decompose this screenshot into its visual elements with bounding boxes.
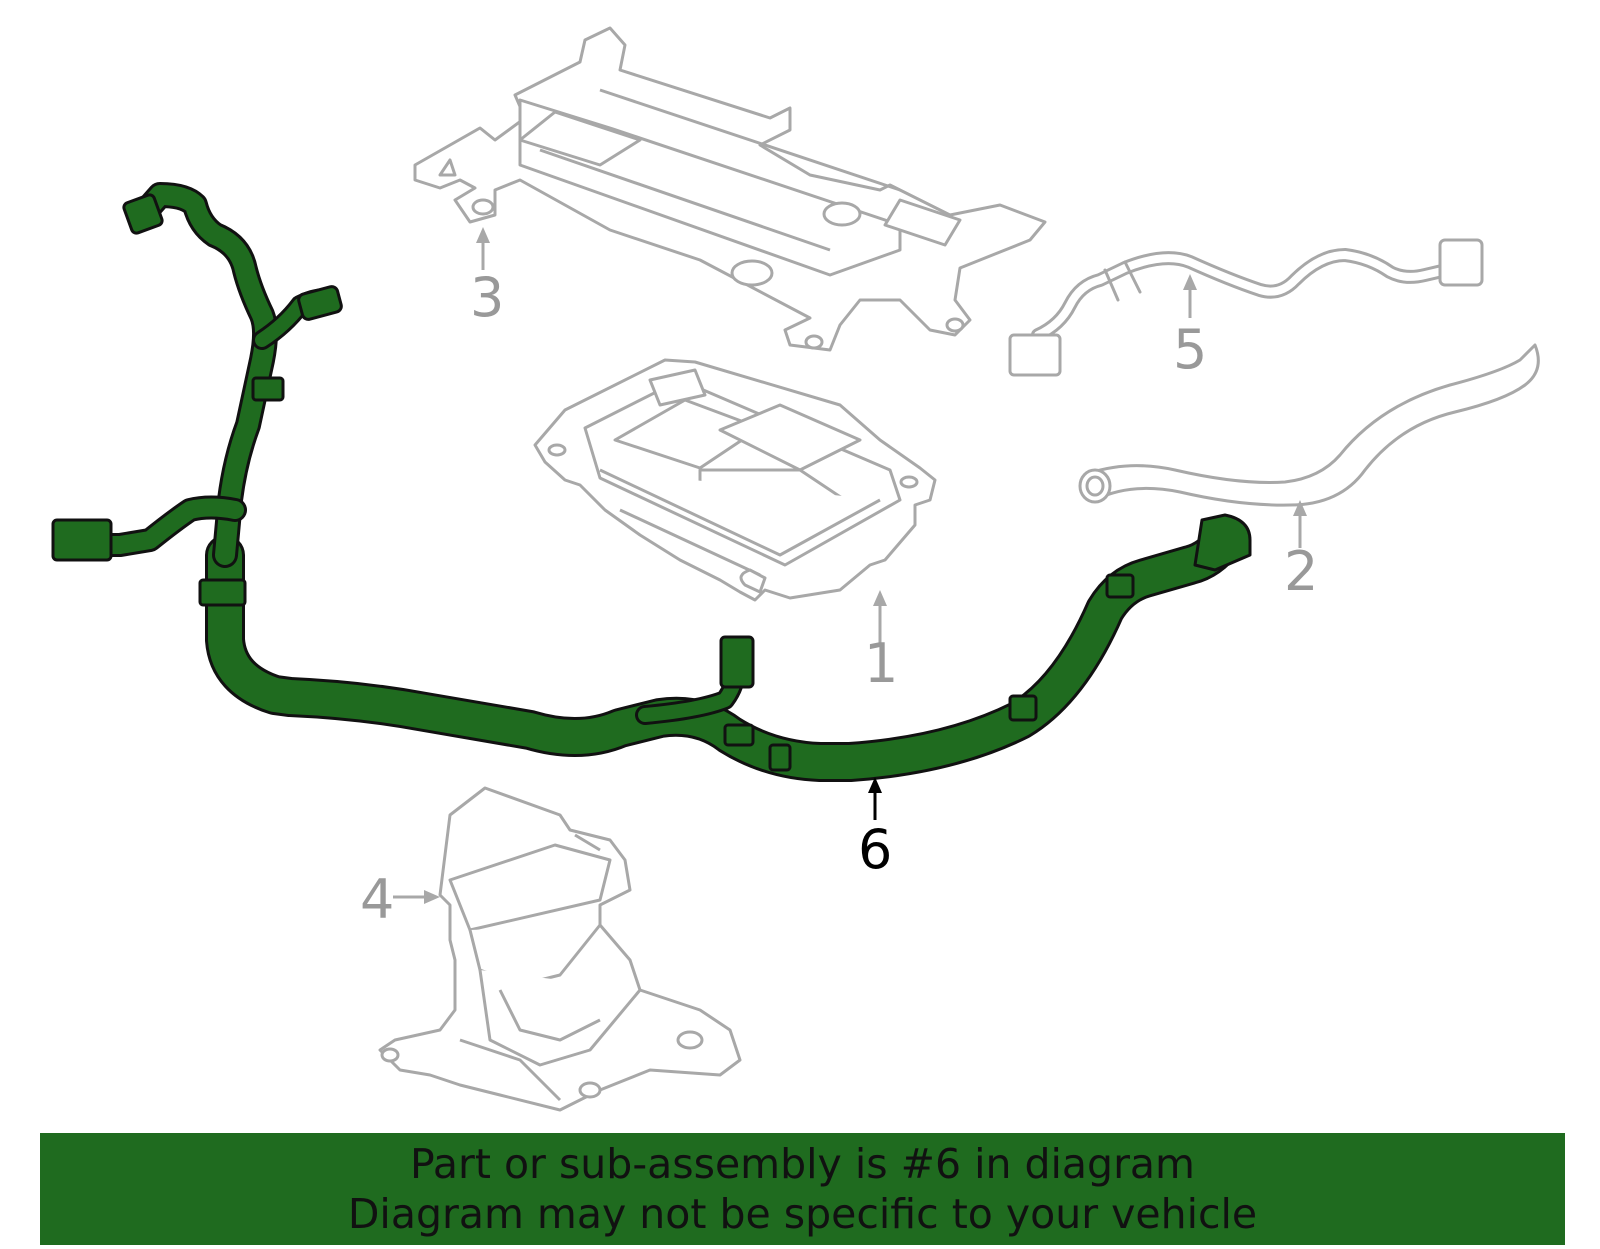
connector-right <box>1193 513 1252 572</box>
callout-label-2: 2 <box>1284 540 1318 603</box>
callout-label-6: 6 <box>858 818 892 881</box>
clip-2 <box>251 376 285 402</box>
harness-connectors[interactable] <box>51 193 1252 772</box>
arrow-1 <box>873 590 887 645</box>
connector-left <box>51 518 113 562</box>
banner-line-2: Diagram may not be specific to your vehi… <box>347 1190 1258 1238</box>
part-3-bracket <box>413 26 1047 352</box>
clip-1 <box>198 578 247 607</box>
clip-6 <box>723 723 755 747</box>
connector-top-left <box>122 193 164 235</box>
callout-label-5: 5 <box>1173 318 1207 381</box>
connector-top-mid <box>297 285 343 321</box>
clip-5 <box>768 743 792 772</box>
arrow-2 <box>1293 500 1307 548</box>
callout-label-4: 4 <box>360 868 394 931</box>
arrow-4 <box>393 890 440 904</box>
banner-line-1: Part or sub-assembly is #6 in diagram <box>410 1140 1195 1188</box>
part-6-harness[interactable] <box>88 182 1245 782</box>
callout-arrows <box>393 227 1307 904</box>
info-banner: Part or sub-assembly is #6 in diagram Di… <box>40 1133 1565 1245</box>
callout-label-3: 3 <box>470 266 504 329</box>
parts-diagram: 1 2 3 4 5 6 <box>51 26 1540 1112</box>
arrow-5 <box>1183 274 1197 318</box>
arrow-6 <box>868 777 882 820</box>
part-5-pigtail <box>1008 238 1484 377</box>
arrow-3 <box>476 227 490 270</box>
part-2-hose <box>1078 343 1540 507</box>
part-1-module <box>533 358 937 602</box>
callout-labels: 1 2 3 4 5 6 <box>360 266 1318 931</box>
connector-center <box>719 635 755 689</box>
callout-label-1: 1 <box>864 632 898 695</box>
clip-4 <box>1105 573 1135 599</box>
clip-3 <box>1008 694 1038 722</box>
part-4-shield <box>378 786 742 1112</box>
